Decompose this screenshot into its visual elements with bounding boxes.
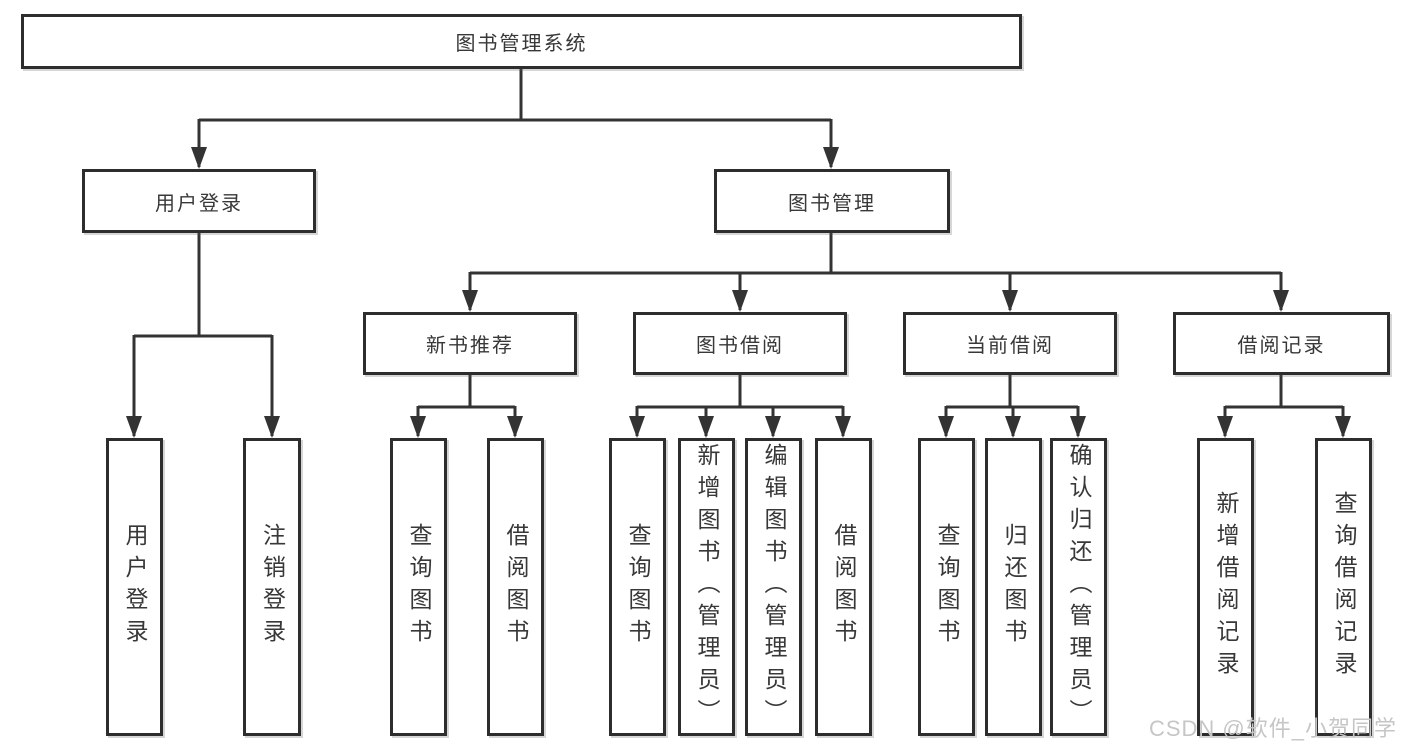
node-new-book-recommend: 新书推荐 [363, 312, 577, 375]
node-book-management: 图书管理 [714, 169, 950, 233]
leaf-borrow-books-recommend: 借阅图书 [487, 438, 544, 736]
connector-borrow-record-group [1217, 375, 1351, 438]
leaf-query-books-current: 查询图书 [918, 438, 975, 736]
leaf-label: 新增图书（管理员） [694, 443, 720, 731]
leaf-query-books-borrow: 查询图书 [609, 438, 666, 736]
node-library-management-system: 图书管理系统 [21, 14, 1022, 69]
leaf-borrow-books: 借阅图书 [815, 438, 872, 736]
leaf-user-login: 用户登录 [106, 438, 163, 736]
leaf-logout: 注销登录 [243, 438, 301, 736]
connector-user-login-group [126, 233, 280, 438]
leaf-label: 编辑图书（管理员） [761, 443, 787, 731]
node-label: 用户登录 [155, 192, 243, 215]
leaf-label: 新增借阅记录 [1213, 491, 1239, 683]
leaf-edit-books-admin: 编辑图书（管理员） [745, 438, 802, 736]
node-label: 借阅记录 [1237, 335, 1326, 357]
leaf-label: 确认归还（管理员） [1066, 443, 1092, 731]
csdn-watermark: CSDN @软件_小贺同学 [1148, 716, 1397, 741]
node-label: 图书管理 [788, 192, 876, 215]
connector-book-management-group [462, 233, 1289, 312]
leaf-confirm-return-admin: 确认归还（管理员） [1050, 438, 1107, 736]
leaf-label: 查询借阅记录 [1331, 491, 1357, 683]
connector-root-to-branches [191, 69, 839, 169]
leaf-add-books-admin: 新增图书（管理员） [678, 438, 735, 736]
connector-book-borrow-group [629, 375, 851, 438]
leaf-return-books: 归还图书 [985, 438, 1042, 736]
node-label: 图书管理系统 [455, 33, 588, 55]
leaf-query-books-recommend: 查询图书 [390, 438, 447, 736]
connector-current-borrow-group [938, 375, 1086, 438]
leaf-label: 查询图书 [625, 523, 651, 651]
leaf-label: 用户登录 [122, 523, 148, 651]
node-label: 新书推荐 [426, 335, 514, 357]
leaf-label: 归还图书 [1001, 523, 1027, 651]
leaf-label: 注销登录 [259, 523, 286, 651]
node-user-login: 用户登录 [82, 169, 316, 233]
node-book-borrow: 图书借阅 [633, 312, 847, 375]
node-borrow-records: 借阅记录 [1173, 312, 1390, 375]
node-current-borrow: 当前借阅 [903, 312, 1117, 375]
leaf-query-borrow-record: 查询借阅记录 [1315, 438, 1372, 736]
connector-new-book-group [410, 375, 523, 438]
leaf-label: 查询图书 [406, 523, 432, 651]
leaf-label: 借阅图书 [831, 523, 857, 651]
leaf-add-borrow-record: 新增借阅记录 [1197, 438, 1254, 736]
leaf-label: 查询图书 [934, 523, 960, 651]
leaf-label: 借阅图书 [503, 523, 529, 651]
node-label: 图书借阅 [696, 335, 784, 357]
node-label: 当前借阅 [966, 335, 1054, 357]
